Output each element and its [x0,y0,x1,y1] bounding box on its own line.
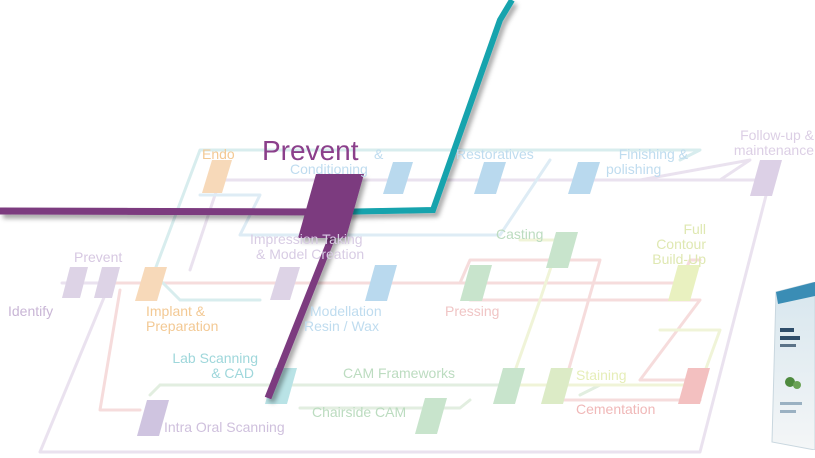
label-cam-frameworks: CAM Frameworks [343,365,456,381]
label-modellation-1: Modellation [310,303,382,319]
label-labscan-2: & CAD [211,365,254,381]
route-purple-highlight [0,207,346,400]
marker-implant [135,267,167,301]
label-impression-1: Impression Taking [250,231,363,247]
label-finishing-1: Finishing & [618,146,688,162]
marker-chairside [415,398,447,434]
label-implant-2: Preparation [146,318,219,334]
marker-staining [541,368,573,404]
label-labscan-1: Lab Scanning [172,350,258,366]
marker-endo [202,160,232,193]
marker-casting [546,232,578,268]
label-finishing-2: polishing [606,161,662,177]
route-lavender [38,158,772,454]
marker-restoratives [474,162,506,194]
label-prevent-small: Prevent [74,249,123,265]
route-pink [98,258,702,412]
marker-camframeworks [493,368,525,404]
product-box-image [771,282,815,450]
label-prevent-highlight: Prevent [262,135,359,166]
route-blue [198,158,552,237]
station-markers [62,160,782,436]
label-full-1: Full [683,221,706,237]
marker-identify [62,267,88,298]
marker-cementation [678,368,710,404]
marker-followup [750,160,782,196]
marker-pressing [460,265,492,301]
label-full-2: Contour [656,236,706,252]
label-modellation-2: Resin / Wax [304,318,379,334]
label-identify: Identify [8,303,54,319]
marker-intraoral [137,400,169,436]
label-cementation: Cementation [576,401,656,417]
label-impression-2: & Model Creation [256,246,365,262]
label-full-3: Build-Up [652,251,706,267]
marker-impression [270,267,300,300]
marker-adhesive [383,162,413,194]
label-casting: Casting [496,226,544,242]
label-implant-1: Implant & [146,303,206,319]
marker-prevent [94,267,120,298]
label-followup-2: maintenance [733,142,814,158]
marker-prevent-highlight [298,174,364,238]
label-adhesive-conditioning: Conditioning [290,161,368,177]
label-adhesive-amp: & [374,146,384,162]
label-staining: Staining [576,367,627,383]
label-chairside: Chairside CAM [312,404,407,420]
marker-finishing [568,162,600,194]
marker-fullcontour [668,265,700,301]
label-intraoral: Intra Oral Scanning [164,419,285,435]
route-teal-light [148,148,702,302]
route-teal-highlight [329,0,515,215]
label-followup-1: Follow-up & [740,127,814,143]
label-pressing: Pressing [445,303,500,319]
marker-modellation [365,265,397,301]
label-endo: Endo [202,146,235,162]
label-restoratives: Restoratives [456,146,534,162]
